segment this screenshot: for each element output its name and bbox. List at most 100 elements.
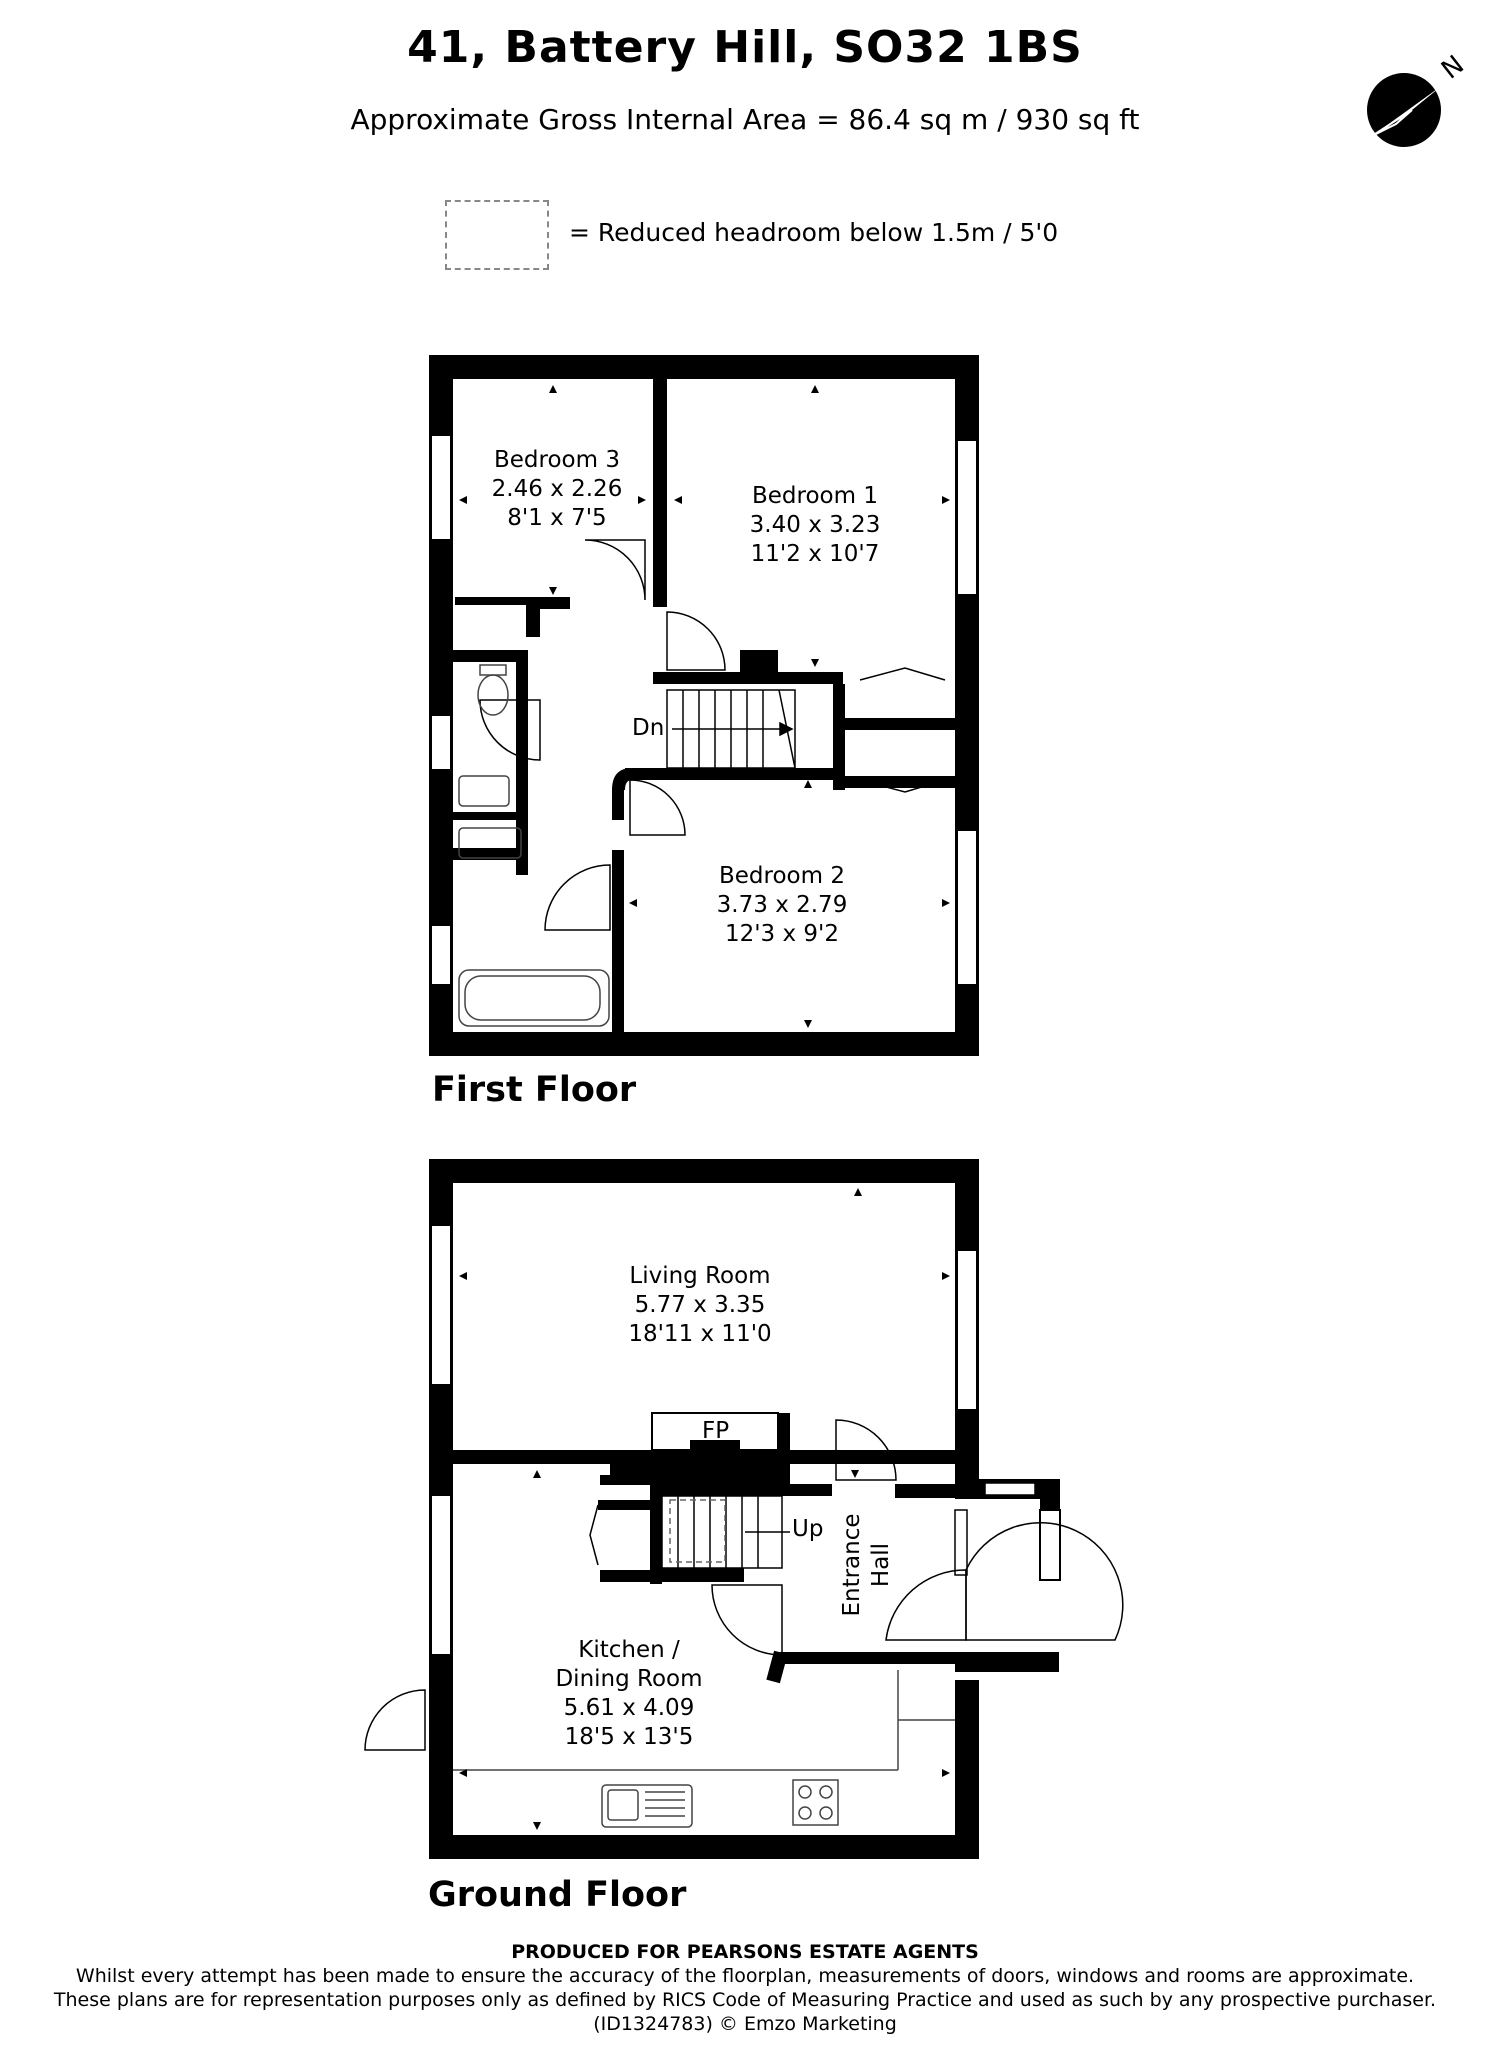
measurement-arrows — [459, 385, 950, 1028]
stairs-down-label: Dn — [632, 715, 665, 741]
area-subtitle: Approximate Gross Internal Area = 86.4 s… — [350, 103, 1140, 136]
porch-window — [984, 1482, 1036, 1496]
room-name: Bedroom 2 — [719, 863, 845, 889]
room-size-metric: 3.40 x 3.23 — [749, 512, 881, 538]
window — [430, 1494, 452, 1656]
internal-wall — [662, 1568, 744, 1582]
room-size-metric: 5.77 x 3.35 — [634, 1292, 766, 1318]
room-name: Living Room — [629, 1263, 771, 1289]
internal-wall — [516, 650, 528, 875]
door-porch-inner — [885, 1569, 967, 1641]
porch-bottom-wall — [955, 1652, 1059, 1672]
room-label-bedroom-3: Bedroom 3 2.46 x 2.26 8'1 x 7'5 — [492, 446, 623, 533]
toilet-cistern — [479, 664, 507, 676]
room-label-living-room: Living Room 5.77 x 3.35 18'11 x 11'0 — [628, 1262, 771, 1349]
internal-wall — [453, 1450, 955, 1464]
disclaimer-line-3: (ID1324783) © Emzo Marketing — [593, 2013, 897, 2035]
door-bathroom — [479, 699, 541, 761]
internal-wall — [833, 776, 955, 788]
produced-for: PRODUCED FOR PEARSONS ESTATE AGENTS — [511, 1941, 979, 1963]
room-size-metric: 5.61 x 4.09 — [563, 1695, 695, 1721]
footer-disclaimer: PRODUCED FOR PEARSONS ESTATE AGENTS Whil… — [0, 1940, 1490, 2036]
room-size-metric: 3.73 x 2.79 — [716, 892, 848, 918]
ground-floor-top-wall — [429, 1159, 979, 1183]
front-door — [965, 1521, 1124, 1641]
internal-wall — [778, 1413, 790, 1473]
first-floor-top-wall — [429, 355, 979, 379]
bath-icon — [458, 969, 610, 1027]
room-size-imperial: 18'5 x 13'5 — [564, 1724, 694, 1750]
room-size-imperial: 11'2 x 10'7 — [750, 541, 880, 567]
window — [430, 434, 452, 541]
window — [430, 714, 452, 771]
room-size-imperial: 18'11 x 11'0 — [628, 1321, 772, 1347]
internal-wall — [600, 1475, 660, 1485]
internal-wall — [625, 768, 845, 780]
room-size-imperial: 8'1 x 7'5 — [507, 505, 607, 531]
room-name: Bedroom 1 — [752, 483, 878, 509]
window — [954, 1509, 968, 1576]
room-label-bedroom-1: Bedroom 1 3.40 x 3.23 11'2 x 10'7 — [750, 482, 881, 569]
fireplace-hearth — [690, 1440, 740, 1450]
cupboard-door — [859, 779, 946, 793]
first-floor-bottom-wall — [429, 1032, 979, 1056]
window — [956, 829, 978, 986]
north-compass-icon: N — [1367, 50, 1470, 147]
internal-wall — [650, 1484, 662, 1584]
room-label-bedroom-2: Bedroom 2 3.73 x 2.79 12'3 x 9'2 — [717, 862, 848, 949]
cupboard-door — [589, 1504, 599, 1566]
reduced-headroom-area — [669, 1499, 726, 1563]
window — [956, 439, 978, 596]
kitchen-fixtures — [453, 1670, 955, 1828]
headroom-legend-swatch — [445, 200, 549, 270]
internal-wall — [833, 718, 955, 730]
internal-wall — [612, 790, 624, 820]
room-name: Bedroom 3 — [494, 447, 620, 473]
basin-icon — [458, 827, 522, 859]
ground-floor-label: Ground Floor — [428, 1875, 687, 1915]
internal-wall — [895, 1484, 955, 1498]
window — [956, 1249, 978, 1411]
door-living-room — [835, 1419, 897, 1481]
internal-wall — [600, 1570, 660, 1582]
hob-icon — [792, 1779, 839, 1826]
bath-inner — [464, 975, 601, 1021]
sink-icon — [601, 1784, 693, 1828]
fireplace-label: FP — [702, 1418, 730, 1444]
room-name: Kitchen / — [578, 1637, 680, 1663]
hall-label-line-2: Hall — [868, 1542, 894, 1588]
first-floor-doors — [479, 539, 946, 931]
room-size-metric: 2.46 x 2.26 — [491, 476, 623, 502]
internal-wall — [453, 848, 526, 860]
door-bedroom-1 — [666, 611, 726, 671]
internal-wall — [453, 812, 526, 820]
first-floor-label: First Floor — [432, 1070, 637, 1110]
room-name-line-2: Dining Room — [555, 1666, 703, 1692]
back-door — [364, 1689, 426, 1751]
internal-wall — [653, 672, 843, 684]
internal-wall — [775, 1652, 955, 1664]
page-title: 41, Battery Hill, SO32 1BS — [407, 22, 1083, 73]
porch-window — [1039, 1509, 1061, 1581]
ground-floor-bottom-wall — [429, 1835, 979, 1859]
toilet-icon — [477, 674, 509, 716]
bathroom-fixtures — [458, 664, 610, 1027]
ground-floor-plan — [364, 1159, 1124, 1859]
entrance-hall-label: Entrance Hall — [838, 1510, 896, 1620]
headroom-legend-text: = Reduced headroom below 1.5m / 5'0 — [569, 218, 1059, 247]
patio-door — [430, 1224, 452, 1386]
disclaimer-line-2: These plans are for representation purpo… — [53, 1989, 1437, 2011]
disclaimer-line-1: Whilst every attempt has been made to en… — [75, 1965, 1415, 1987]
internal-wall — [833, 684, 845, 790]
first-floor-plan — [429, 355, 979, 1056]
internal-wall — [453, 650, 526, 662]
door-landing — [544, 864, 611, 931]
internal-wall — [612, 850, 624, 1035]
ground-floor-right-wall-lower — [955, 1680, 979, 1859]
internal-wall — [612, 768, 632, 790]
door-kitchen — [711, 1584, 783, 1656]
ground-floor-staircase — [661, 1495, 790, 1569]
internal-wall — [662, 1484, 832, 1496]
ground-floor-doors — [364, 1419, 1124, 1751]
